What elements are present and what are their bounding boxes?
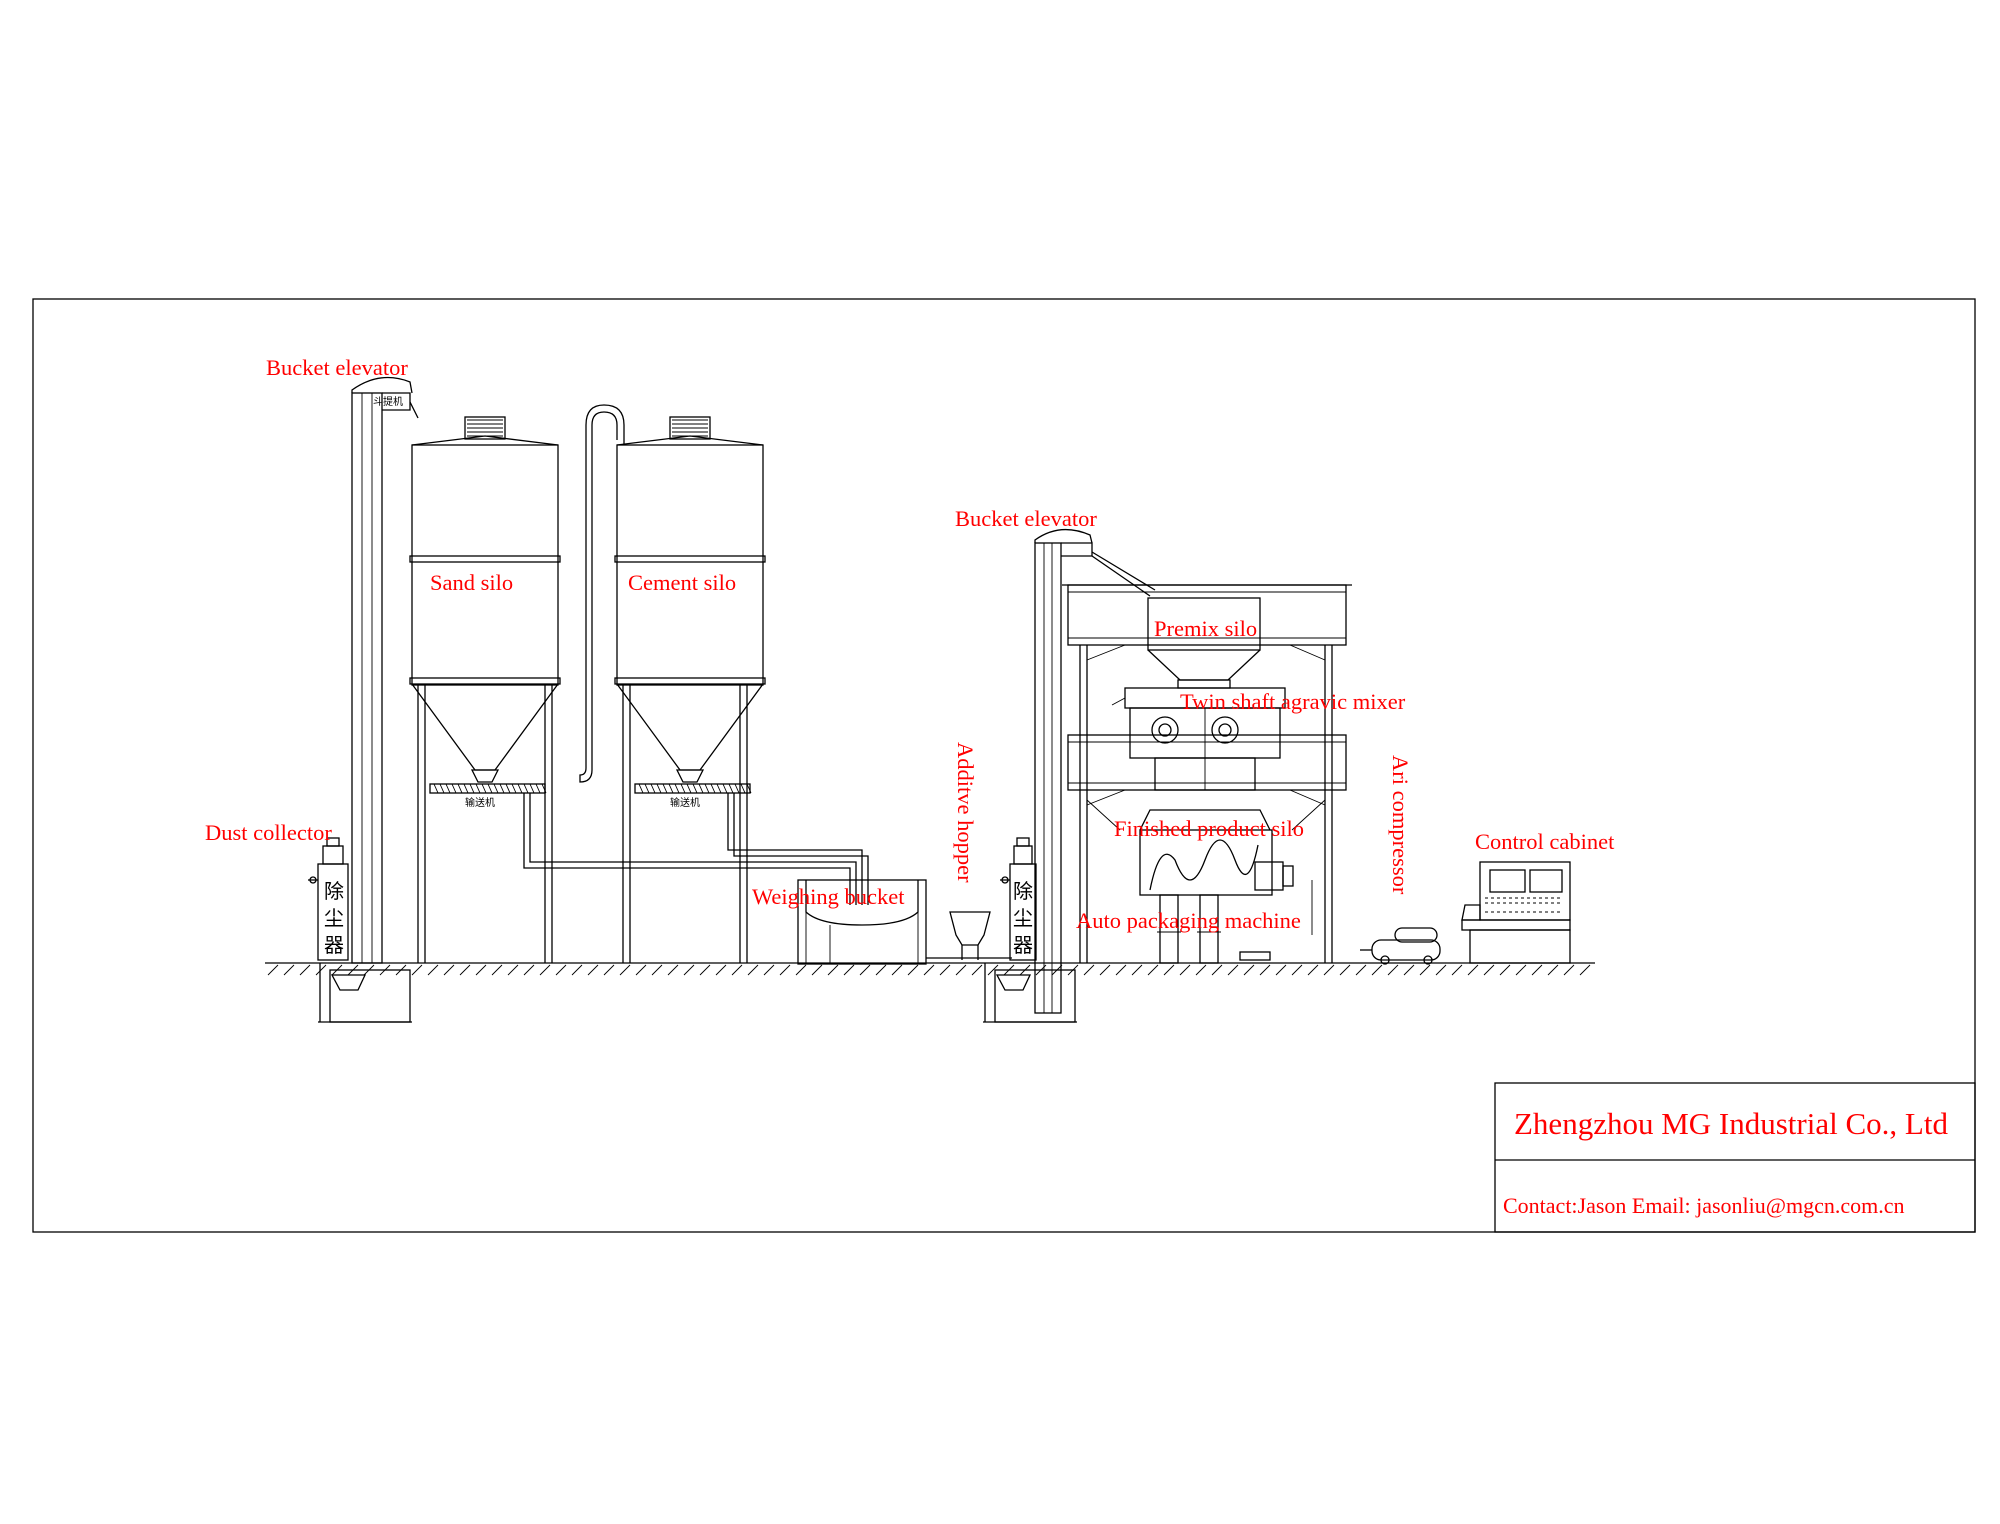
- drawing-frame: [32, 298, 1976, 1233]
- cement-silo: 输送机: [579, 404, 869, 963]
- conveyor-tag-sand: 输送机: [465, 796, 495, 809]
- dust-char-r1: 除: [1013, 880, 1033, 903]
- control-cabinet: [1461, 861, 1571, 964]
- dust-char-2: 尘: [324, 907, 344, 930]
- bucket-elevator-right: [983, 528, 1156, 1023]
- title-block: Zhengzhou MG Industrial Co., Ltd Contact…: [1494, 1082, 1976, 1233]
- label-premix-silo: Premix silo: [1154, 616, 1257, 641]
- label-bucket-elevator-right: Bucket elevator: [955, 506, 1097, 531]
- weighing-bucket: [797, 879, 927, 965]
- sand-silo: 输送机: [409, 416, 857, 963]
- label-cement-silo: Cement silo: [628, 570, 736, 595]
- dust-char-3: 器: [324, 935, 344, 957]
- company-name: Zhengzhou MG Industrial Co., Ltd: [1514, 1106, 1948, 1141]
- label-bucket-elevator-left: Bucket elevator: [266, 355, 408, 380]
- conveyor-tag-cement: 输送机: [670, 796, 700, 809]
- label-weighing-bucket: Weighing bucket: [752, 884, 905, 909]
- label-control-cabinet: Control cabinet: [1475, 829, 1615, 854]
- label-twin-shaft-mixer: Twin shaft agravic mixer: [1180, 689, 1406, 714]
- bucket-elevator-left: 斗提机: [318, 376, 419, 1023]
- label-air-compressor: Ari compressor: [1388, 755, 1413, 895]
- dust-collector-left: 除 尘 器: [308, 837, 349, 961]
- label-auto-packaging-machine: Auto packaging machine: [1076, 908, 1301, 933]
- contact-info: Contact:Jason Email: jasonliu@mgcn.com.c…: [1503, 1193, 1905, 1218]
- ground: [265, 962, 1595, 976]
- elevator-tag-left: 斗提机: [373, 395, 403, 408]
- dust-char-r2: 尘: [1013, 907, 1033, 930]
- label-dust-collector: Dust collector: [205, 820, 332, 845]
- additive-hopper: [926, 911, 1012, 960]
- dust-char-r3: 器: [1013, 935, 1033, 957]
- air-compressor: [1360, 927, 1441, 965]
- label-additive-hopper: Additve hopper: [953, 742, 978, 883]
- dust-char-1: 除: [324, 880, 344, 903]
- label-sand-silo: Sand silo: [430, 570, 513, 595]
- steel-structure: [1062, 584, 1352, 964]
- dust-collector-right: 除 尘 器: [1000, 837, 1037, 961]
- label-finished-product-silo: Finished product silo: [1114, 816, 1304, 841]
